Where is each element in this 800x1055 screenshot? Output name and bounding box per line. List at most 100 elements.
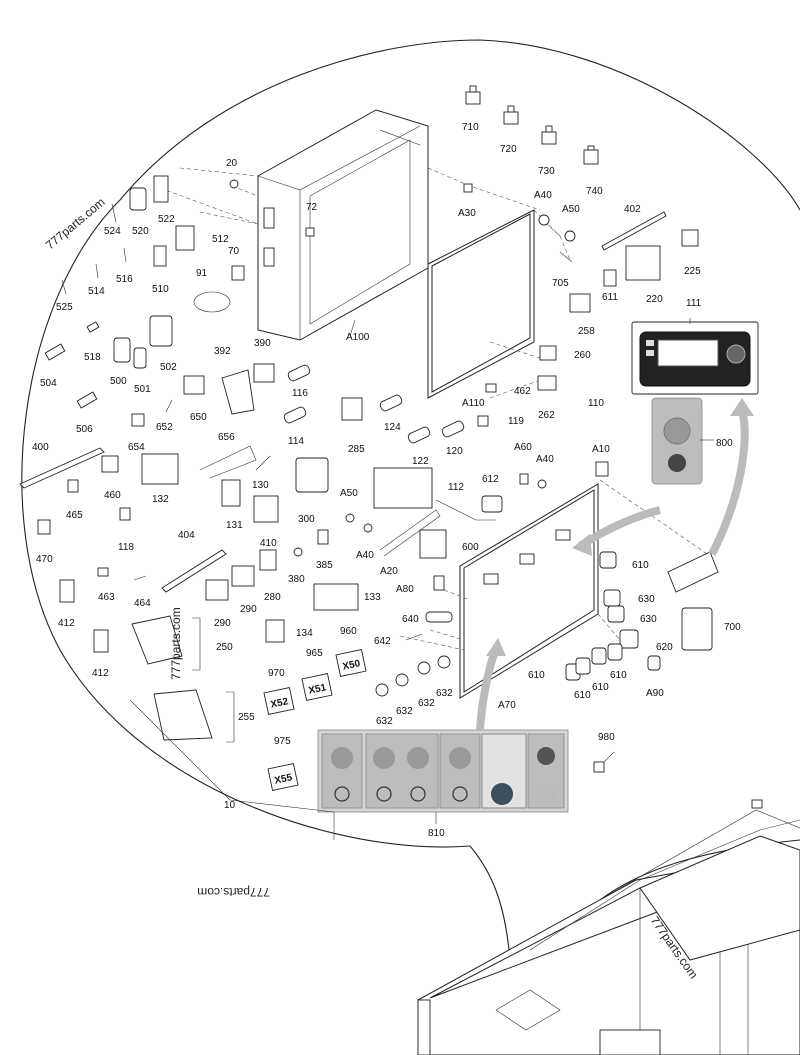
connector-740 [583, 145, 599, 165]
block-225 [681, 229, 699, 247]
pin-524 [111, 203, 117, 223]
watermark-top-left: 777parts.com [43, 195, 108, 252]
block-258 [569, 293, 591, 313]
block-510 [153, 245, 167, 267]
bracket-a20 [379, 509, 441, 557]
nut-a50a [564, 230, 576, 242]
label-620: 620 [656, 642, 673, 653]
terminal-block-133 [313, 583, 359, 611]
plate-x50-text: X50 [342, 658, 362, 673]
bracket-512 [175, 225, 195, 251]
button-632b [395, 673, 409, 687]
label-610-c: 610 [592, 682, 609, 693]
label-630-top: 630 [638, 594, 655, 605]
label-800: 800 [716, 438, 733, 449]
sensor-380 [293, 547, 303, 557]
label-300: 300 [298, 514, 315, 525]
label-960: 960 [340, 626, 357, 637]
label-a70: A70 [498, 700, 516, 711]
label-392: 392 [214, 346, 231, 357]
label-116: 116 [292, 388, 308, 399]
pin-525 [61, 279, 67, 295]
label-112: 112 [448, 482, 464, 493]
callout-labels: 710 720 730 740 20 72 70 91 524 520 522 … [32, 122, 741, 839]
label-612: 612 [482, 474, 499, 485]
plate-x55-text: X55 [274, 772, 294, 787]
block-262 [537, 375, 557, 391]
label-255: 255 [238, 712, 255, 723]
resistor-124 [379, 394, 403, 412]
label-390: 390 [254, 338, 271, 349]
label-514: 514 [88, 286, 105, 297]
resistor-116 [287, 364, 311, 382]
assembly-guides [159, 167, 711, 651]
clip-463 [97, 567, 109, 577]
label-600: 600 [462, 542, 479, 553]
relay-285 [341, 397, 363, 421]
label-402: 402 [624, 204, 641, 215]
connector-652 [165, 399, 173, 413]
label-260: 260 [574, 350, 591, 361]
connector-730 [541, 125, 557, 145]
label-705: 705 [552, 278, 569, 289]
label-285: 285 [348, 444, 365, 455]
arrow-to-display [708, 408, 749, 556]
label-525: 525 [56, 302, 73, 313]
screw-a60 [519, 473, 529, 485]
arrow-to-panel-head [572, 534, 592, 556]
label-470: 470 [36, 554, 53, 565]
converter-612 [481, 495, 503, 513]
label-464: 464 [134, 598, 151, 609]
label-a30: A30 [458, 208, 476, 219]
lock-a90 [647, 655, 661, 671]
nut-20 [229, 179, 239, 189]
socket-502 [149, 315, 173, 347]
label-740: 740 [586, 186, 603, 197]
label-131: 131 [226, 520, 243, 531]
label-512: 512 [212, 234, 229, 245]
breaker-600 [419, 529, 447, 559]
bolt-a30 [463, 183, 473, 193]
connector-720 [503, 105, 519, 125]
label-520: 520 [132, 226, 149, 237]
pushbutton-610c [575, 657, 591, 675]
label-132: 132 [152, 494, 169, 505]
label-114: 114 [288, 436, 304, 447]
label-111: 111 [686, 298, 702, 309]
pin-516 [123, 247, 127, 263]
label-632-b: 632 [396, 706, 413, 717]
switch-520 [129, 187, 147, 211]
label-20: 20 [226, 158, 238, 169]
label-a50-mid: A50 [340, 488, 358, 499]
selector-620 [619, 629, 639, 649]
label-510: 510 [152, 284, 169, 295]
bracket-392 [221, 369, 255, 415]
label-970: 970 [268, 668, 285, 679]
label-965: 965 [306, 648, 323, 659]
label-518: 518 [84, 352, 101, 363]
relay-block-255 [153, 689, 213, 741]
magnifier-outline [21, 39, 800, 848]
hinge-a10 [595, 461, 609, 477]
label-465: 465 [66, 510, 83, 521]
label-400: 400 [32, 442, 49, 453]
terminal-block-132 [141, 453, 179, 485]
module-650 [183, 375, 205, 395]
label-700: 700 [724, 622, 741, 633]
arrow-to-810-head [486, 638, 506, 656]
rail-404 [161, 549, 227, 593]
label-516: 516 [116, 274, 133, 285]
controller-111 [631, 321, 759, 395]
washer-a50b [345, 513, 355, 523]
label-502: 502 [160, 362, 177, 373]
label-506: 506 [76, 424, 93, 435]
label-133: 133 [364, 592, 381, 603]
plate-x52: X52 [263, 687, 295, 715]
label-632-d: 632 [436, 688, 453, 699]
label-975: 975 [274, 736, 291, 747]
label-290-left: 290 [214, 618, 231, 629]
cover-640 [425, 611, 453, 623]
label-650: 650 [190, 412, 207, 423]
connector-654 [131, 413, 145, 427]
relay-block-250 [131, 615, 183, 665]
